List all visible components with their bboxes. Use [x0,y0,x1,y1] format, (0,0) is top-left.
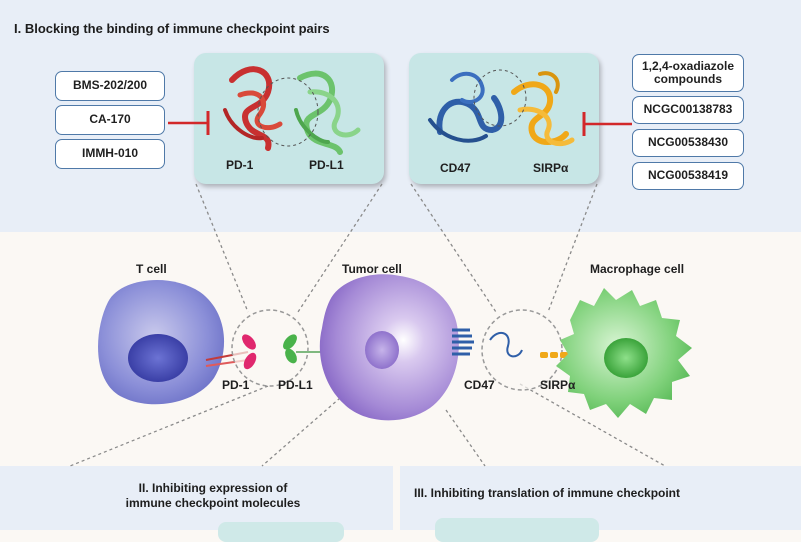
cd47-sirpa-binding-icon [489,331,523,358]
drug-box-ncgc00138783: NCGC00138783 [632,96,744,124]
pdl1-ligand-icon-2 [285,348,297,364]
pd1-structure-label: PD-1 [226,158,254,172]
t-cell [98,279,225,405]
sirpa-protein-icon [511,71,575,147]
cd47-structure-label: CD47 [440,161,471,175]
drug-box-oxadiazole: 1,2,4-oxadiazole compounds [632,54,744,92]
pd1-cell-label: PD-1 [222,378,250,392]
section-2-panel [0,466,393,530]
inhibitor-bar-left [168,111,210,135]
cd47-cell-label: CD47 [464,378,495,392]
drug-box-bms-202: BMS-202/200 [55,71,165,101]
tumor-cell-label: Tumor cell [342,262,402,276]
pdl1-protein-icon [294,70,361,155]
pd1-pdl1-zoom-circle [231,309,309,387]
pd1-pdl1-structure-panel [194,53,384,184]
macrophage-cell [556,288,692,418]
binding-site-circle-2 [473,69,527,127]
section-2-title-line2: immune checkpoint molecules [125,496,301,510]
pd1-receptor-icon [242,334,256,350]
sirpa-cell-label: SIRPα [540,378,576,392]
pdl1-ligand-icon [283,334,297,350]
inhibitor-bar-right [582,112,632,136]
t-cell-label: T cell [136,262,167,276]
pd1-receptor-icon-2 [243,352,257,370]
binding-site-circle [257,77,319,147]
sirpa-structure-label: SIRPα [533,161,569,175]
pdl1-structure-label: PD-L1 [309,158,344,172]
section-3-title: III. Inhibiting translation of immune ch… [414,486,681,500]
macrophage-cell-label: Macrophage cell [590,262,685,276]
tumor-cell [319,274,459,421]
section-2-title-line1: II. Inhibiting expression of [138,481,288,495]
section-2-title: II. Inhibiting expression of immune chec… [120,481,306,511]
drug-box-immh-010: IMMH-010 [55,139,165,169]
drug-box-ca-170: CA-170 [55,105,165,135]
section-1-title: I. Blocking the binding of immune checkp… [14,21,330,36]
drug-box-ncg00538419: NCG00538419 [632,162,744,190]
pdl1-cell-label: PD-L1 [278,378,313,392]
diagram-graphics [69,66,692,467]
pd1-protein-icon [223,66,283,151]
cd47-receptor-icon [452,328,474,356]
drug-box-ncg00538430: NCG00538430 [632,129,744,157]
zoom-connector-lines [69,183,666,467]
cd47-protein-icon [428,71,505,143]
